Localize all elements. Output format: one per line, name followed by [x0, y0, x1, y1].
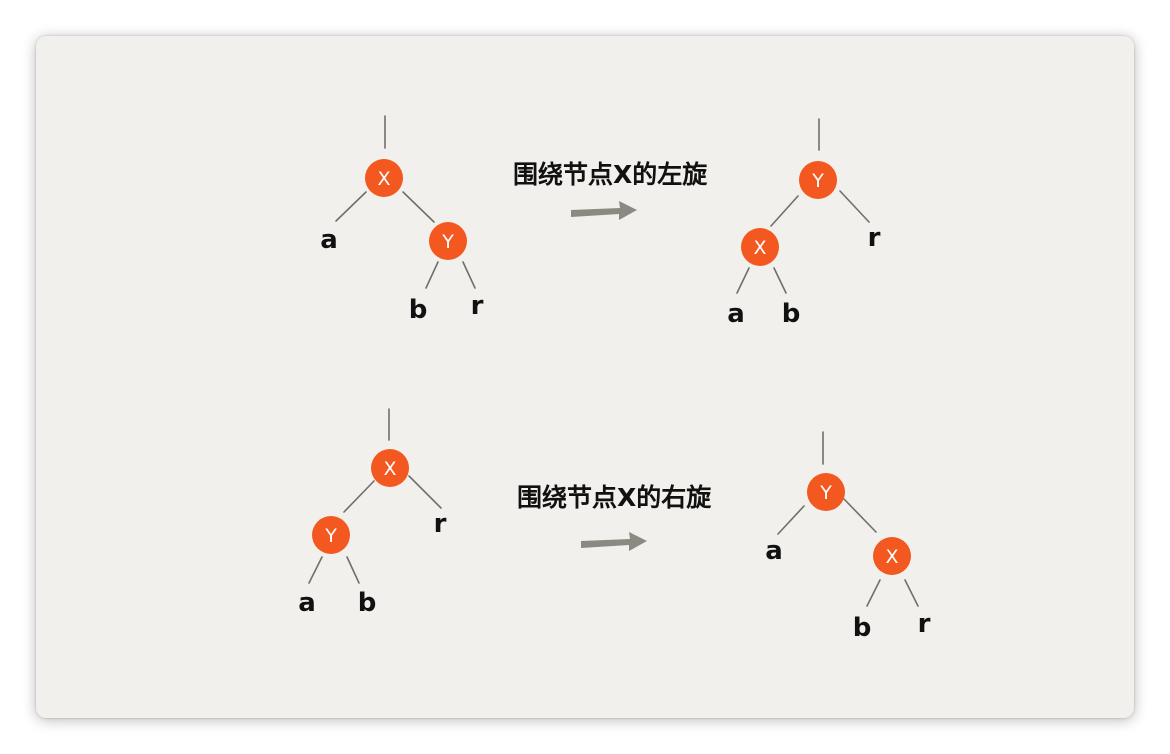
right-rotation-after-tree: Y X a b r	[765, 431, 931, 643]
node-x: X	[365, 159, 403, 197]
diagram-card: X Y a b r 围绕节点X的左旋 Y X r a b	[36, 36, 1134, 718]
leaf-a: a	[765, 536, 783, 566]
node-x-label: X	[383, 458, 396, 480]
leaf-a: a	[298, 588, 316, 618]
node-y-label: Y	[441, 231, 454, 253]
node-x: X	[741, 228, 779, 266]
left-rotation-caption: 围绕节点X的左旋	[513, 160, 708, 189]
leaf-b: b	[409, 295, 428, 325]
edge	[736, 267, 750, 294]
left-rotation-arrow	[571, 201, 637, 220]
rotation-diagram: X Y a b r 围绕节点X的左旋 Y X r a b	[298, 115, 931, 643]
edge	[462, 261, 476, 289]
edge	[346, 556, 360, 584]
edge	[343, 480, 375, 513]
node-y-label: Y	[819, 482, 832, 504]
right-rotation-arrow	[581, 532, 647, 551]
node-x-label: X	[753, 237, 766, 259]
edge	[408, 475, 442, 509]
node-y-label: Y	[811, 170, 824, 192]
edge	[770, 195, 799, 227]
left-rotation-after-tree: Y X r a b	[727, 118, 881, 329]
edge	[839, 190, 870, 223]
edge	[335, 191, 367, 222]
right-rotation-before-tree: X Y r a b	[298, 408, 447, 618]
leaf-r: r	[918, 609, 931, 639]
node-x: X	[873, 537, 911, 575]
node-x: X	[371, 449, 409, 487]
leaf-r: r	[471, 291, 484, 321]
left-rotation-before-tree: X Y a b r	[320, 115, 484, 325]
node-y: Y	[429, 222, 467, 260]
leaf-r: r	[434, 509, 447, 539]
node-y: Y	[807, 473, 845, 511]
edge	[866, 579, 881, 607]
edge	[843, 498, 877, 533]
node-y: Y	[312, 516, 350, 554]
node-y-label: Y	[324, 525, 337, 547]
leaf-a: a	[727, 299, 745, 329]
leaf-r: r	[868, 223, 881, 253]
node-x-label: X	[885, 546, 898, 568]
edge	[425, 261, 439, 289]
node-x-label: X	[377, 168, 390, 190]
edge	[402, 191, 435, 223]
edge	[777, 505, 805, 535]
leaf-b: b	[358, 588, 377, 618]
leaf-a: a	[320, 225, 338, 255]
leaf-b: b	[853, 613, 872, 643]
leaf-b: b	[782, 299, 801, 329]
right-rotation-caption: 围绕节点X的右旋	[517, 483, 712, 512]
node-y: Y	[799, 161, 837, 199]
edge	[308, 556, 323, 584]
edge	[904, 579, 919, 607]
edge	[773, 267, 787, 294]
